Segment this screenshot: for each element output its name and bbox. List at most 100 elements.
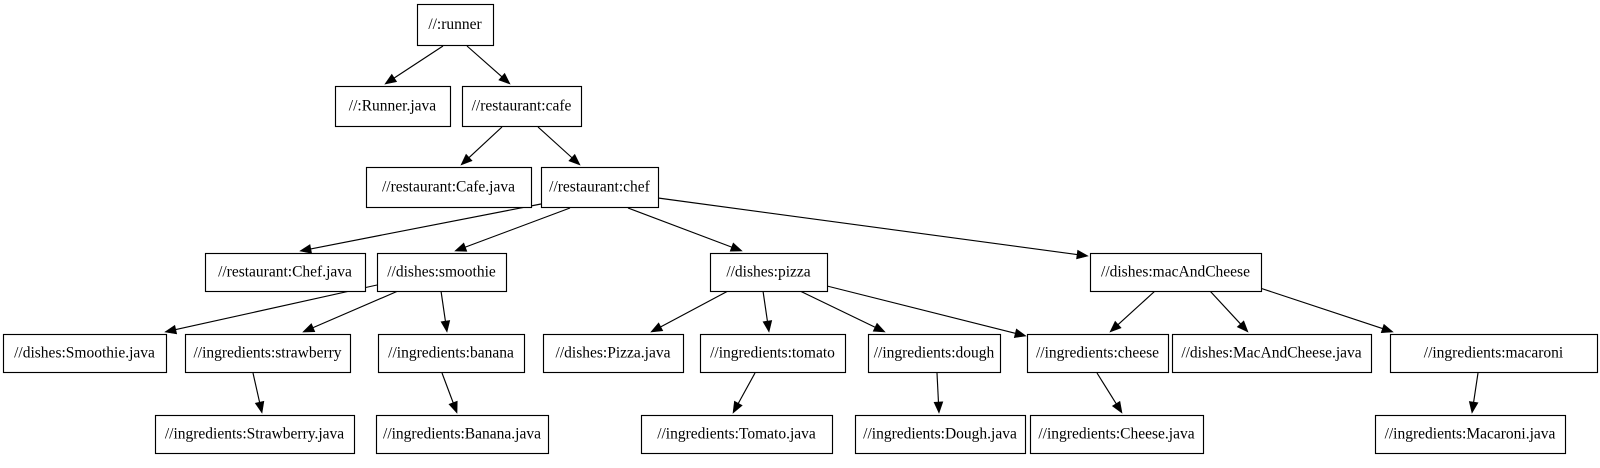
node-label: //ingredients:cheese [1036,345,1159,362]
edge-arrowhead-icon [460,153,473,166]
node-box[interactable] [416,3,495,47]
edge-arrowhead-icon [1236,320,1249,333]
node-label: //dishes:Smoothie.java [14,345,155,362]
edge-arrowhead-icon [1109,320,1122,333]
graph-edge [657,197,1089,260]
graph-node-chef_java[interactable]: //restaurant:Chef.java [204,252,367,293]
node-label: //ingredients:banana [388,345,514,362]
edge-arrowhead-icon [498,72,511,85]
graph-node-tomato_java[interactable]: //ingredients:Tomato.java [640,414,834,455]
node-box[interactable] [461,85,583,128]
edge-line [312,290,399,329]
edge-arrowhead-icon [568,153,581,166]
node-box[interactable] [376,252,508,293]
graph-node-macaroni_java[interactable]: //ingredients:Macaroni.java [1374,414,1567,455]
edge-line [310,203,542,250]
edge-line [1259,287,1383,330]
edge-line [826,285,1016,334]
graph-node-ing_tomato[interactable]: //ingredients:tomato [699,333,847,374]
node-box[interactable] [184,333,352,374]
edge-arrowhead-icon [1076,249,1089,260]
edge-line [1096,372,1117,404]
graph-edge [799,290,886,333]
node-box[interactable] [867,333,1002,374]
graph-edge [252,372,265,414]
node-label: //ingredients:Tomato.java [657,426,816,443]
node-label: //dishes:pizza [726,264,810,281]
node-box[interactable] [334,85,452,128]
edge-arrowhead-icon [1013,328,1027,338]
node-label: //ingredients:Cheese.java [1038,426,1194,443]
graph-node-restaurant_cafe[interactable]: //restaurant:cafe [461,85,583,128]
node-box[interactable] [1026,333,1170,374]
graph-node-ing_cheese[interactable]: //ingredients:cheese [1026,333,1170,374]
graph-node-pizza_java[interactable]: //dishes:Pizza.java [542,333,685,374]
node-box[interactable] [1089,252,1263,293]
graph-edge [826,285,1027,338]
graph-edge [466,45,511,85]
edge-line [1209,290,1241,325]
graph-node-dishes_smoothie[interactable]: //dishes:smoothie [376,252,508,293]
node-box[interactable] [540,166,660,209]
node-box[interactable] [154,414,356,455]
node-label: //ingredients:Banana.java [383,426,541,443]
node-label: //:Runner.java [349,98,437,115]
graph-edge [299,203,542,254]
graph-node-smoothie_java[interactable]: //dishes:Smoothie.java [2,333,168,374]
edge-line [657,197,1078,256]
node-label: //dishes:smoothie [387,264,496,281]
graph-node-ing_strawberry[interactable]: //ingredients:strawberry [184,333,352,374]
node-box[interactable] [204,252,367,293]
node-box[interactable] [1389,333,1599,374]
graph-node-ing_dough[interactable]: //ingredients:dough [867,333,1002,374]
graph-node-ing_banana[interactable]: //ingredients:banana [377,333,526,374]
edge-arrowhead-icon [254,400,265,414]
node-label: //ingredients:Strawberry.java [165,426,344,443]
graph-node-restaurant_chef[interactable]: //restaurant:chef [540,166,660,209]
edge-arrowhead-icon [933,401,944,414]
edge-line [936,372,940,403]
node-box[interactable] [1029,414,1205,455]
edge-line [393,45,444,79]
graph-edge [440,290,451,333]
graph-edge [302,290,399,333]
node-box[interactable] [1374,414,1567,455]
node-label: //ingredients:Macaroni.java [1385,426,1556,443]
node-box[interactable] [854,414,1027,455]
node-box[interactable] [542,333,685,374]
graph-node-runner[interactable]: //:runner [416,3,495,47]
graph-node-cheese_java[interactable]: //ingredients:Cheese.java [1029,414,1205,455]
graph-node-dough_java[interactable]: //ingredients:Dough.java [854,414,1027,455]
node-box[interactable] [2,333,168,374]
graph-node-cafe_java[interactable]: //restaurant:Cafe.java [365,166,533,209]
node-box[interactable] [365,166,533,209]
graph-node-dishes_mac[interactable]: //dishes:macAndCheese [1089,252,1263,293]
graph-node-strawberry_java[interactable]: //ingredients:Strawberry.java [154,414,356,455]
graph-edge [460,126,503,166]
node-box[interactable] [699,333,847,374]
nodes-layer: //:runner //:Runner.java //restaurant:cafe… [2,3,1599,455]
edge-arrowhead-icon [302,323,316,333]
node-label: //restaurant:chef [549,179,651,196]
graph-edge [1468,372,1479,414]
node-box[interactable] [375,414,550,455]
edge-arrowhead-icon [454,242,468,252]
graph-node-ing_macaroni[interactable]: //ingredients:macaroni [1389,333,1599,374]
node-box[interactable] [640,414,834,455]
node-label: //:runner [428,16,482,33]
graph-edge [1109,290,1156,333]
edge-arrowhead-icon [164,324,178,335]
node-box[interactable] [709,252,829,293]
node-label: //ingredients:Dough.java [863,426,1017,443]
graph-node-dishes_pizza[interactable]: //dishes:pizza [709,252,829,293]
node-box[interactable] [1171,333,1373,374]
edge-line [441,372,454,403]
edge-line [440,290,446,322]
graph-node-banana_java[interactable]: //ingredients:Banana.java [375,414,550,455]
edge-line [175,284,378,331]
graph-node-runner_java[interactable]: //:Runner.java [334,85,452,128]
edges-layer [164,45,1479,414]
node-box[interactable] [377,333,526,374]
graph-node-mac_java[interactable]: //dishes:MacAndCheese.java [1171,333,1373,374]
